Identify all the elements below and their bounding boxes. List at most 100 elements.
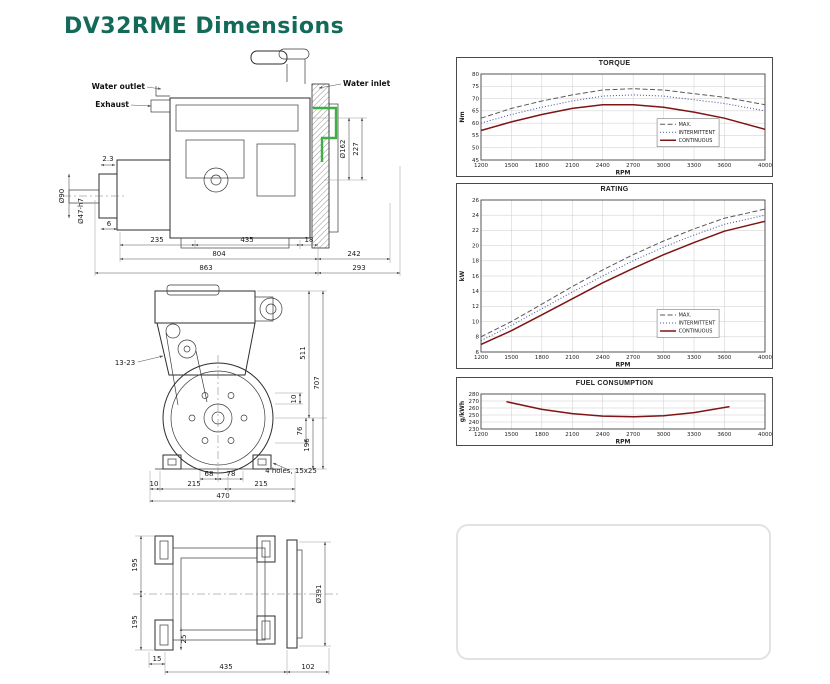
chart-fuel-title: FUEL CONSUMPTION <box>575 380 654 387</box>
dim-470: 470 <box>216 492 229 500</box>
side-view-callouts: Water outlet Exhaust Water inlet <box>92 79 391 109</box>
dim-dia391: Ø391 <box>315 585 323 604</box>
y-tick-label: 8 <box>476 335 480 341</box>
dim-215-a: 215 <box>187 480 200 488</box>
y-tick-label: 65 <box>472 109 479 115</box>
legend-label: CONTINUOUS <box>679 138 713 144</box>
x-tick-label: 3000 <box>657 355 671 361</box>
dim-102: 102 <box>301 663 314 671</box>
y-tick-label: 18 <box>472 259 479 265</box>
dim-227: 227 <box>352 142 360 155</box>
x-tick-label: 2700 <box>626 432 640 438</box>
front-view-drawing: 13-23 511 707 10 76 196 68 78 <box>115 284 327 503</box>
legend-label: CONTINUOUS <box>679 329 713 335</box>
dim-863: 863 <box>199 264 212 272</box>
bottom-view-engine-body <box>133 535 339 651</box>
dim-dia162: Ø162 <box>339 140 347 159</box>
water-inlet-label: Water inlet <box>343 79 391 88</box>
x-tick-label: 3000 <box>657 432 671 438</box>
x-tick-label: 3000 <box>657 163 671 169</box>
x-tick-label: 1200 <box>474 355 488 361</box>
y-tick-label: 20 <box>472 243 479 249</box>
dim-804: 804 <box>212 250 226 258</box>
x-tick-label: 1500 <box>504 163 518 169</box>
y-tick-label: 10 <box>472 319 479 325</box>
y-tick-label: 55 <box>472 133 479 139</box>
dim-68: 68 <box>205 470 214 478</box>
y-tick-label: 280 <box>469 392 480 398</box>
x-tick-label: 4000 <box>758 163 772 169</box>
y-axis-label: Nm <box>459 111 466 122</box>
x-tick-label: 2400 <box>596 432 610 438</box>
x-tick-label: 2400 <box>596 163 610 169</box>
x-tick-label: 1200 <box>474 432 488 438</box>
series-continuous <box>506 400 730 418</box>
x-tick-label: 2400 <box>596 355 610 361</box>
y-tick-label: 75 <box>472 84 479 90</box>
side-view-drawing: Water outlet Exhaust Water inlet 235 435… <box>58 48 401 276</box>
series-intermittent <box>480 94 766 124</box>
dim-196: 196 <box>303 438 311 452</box>
x-tick-label: 1500 <box>504 355 518 361</box>
dim-195-b: 195 <box>131 615 139 628</box>
notes-panel <box>456 524 771 660</box>
x-tick-label: 1800 <box>535 432 549 438</box>
x-tick-label: 4000 <box>758 432 772 438</box>
front-view-dimensions: 13-23 511 707 10 76 196 68 78 <box>115 290 327 503</box>
x-tick-label: 1200 <box>474 163 488 169</box>
front-view-engine-body <box>154 284 283 481</box>
y-tick-label: 80 <box>472 72 479 78</box>
x-tick-label: 3600 <box>717 432 731 438</box>
legend-label: INTERMITTENT <box>679 321 717 327</box>
dim-707: 707 <box>313 376 321 389</box>
y-tick-label: 260 <box>469 406 480 412</box>
y-tick-label: 45 <box>472 158 479 164</box>
page-title: DV32RME Dimensions <box>64 14 345 39</box>
y-tick-label: 16 <box>472 274 479 280</box>
y-tick-label: 26 <box>472 198 479 204</box>
dim-78: 78 <box>227 470 236 478</box>
dim-dia47h7: Ø47-h7 <box>77 198 85 224</box>
chart-torque-title: TORQUE <box>598 60 631 67</box>
x-axis-label: RPM <box>616 170 631 177</box>
bottom-view-drawing: 195 195 25 15 435 102 Ø391 <box>131 535 339 675</box>
charts-column: TORQUE 1200 1500 1800 2100 2400 2700 3000 3300 3… <box>456 57 773 452</box>
dim-15: 15 <box>153 655 162 663</box>
x-tick-label: 1800 <box>535 355 549 361</box>
side-view-dimensions: 235 435 18 804 242 863 293 2.3 Ø90 Ø47-h… <box>58 117 401 276</box>
y-tick-label: 270 <box>469 399 480 405</box>
dim-511: 511 <box>299 346 307 359</box>
series-continuous <box>480 220 766 346</box>
y-tick-label: 12 <box>472 304 479 310</box>
y-axis-label: kW <box>459 270 466 281</box>
y-tick-label: 240 <box>469 420 480 426</box>
x-axis-label: RPM <box>616 362 631 369</box>
side-view-engine-body <box>63 48 339 249</box>
x-tick-label: 2100 <box>565 355 579 361</box>
legend-label: MAX. <box>679 122 692 128</box>
y-tick-label: 14 <box>472 289 479 295</box>
dim-dia90: Ø90 <box>58 189 66 203</box>
y-tick-label: 50 <box>472 146 479 152</box>
y-tick-label: 22 <box>472 228 479 234</box>
dim-10-bottom: 10 <box>150 480 159 488</box>
x-tick-label: 1500 <box>504 432 518 438</box>
x-tick-label: 2700 <box>626 163 640 169</box>
dim-6: 6 <box>107 220 112 228</box>
x-tick-label: 3300 <box>687 163 701 169</box>
dim-2-3: 2.3 <box>102 155 113 163</box>
dim-293: 293 <box>352 264 365 272</box>
x-tick-label: 3600 <box>717 163 731 169</box>
dim-76: 76 <box>296 426 304 435</box>
legend-box <box>656 118 720 148</box>
x-tick-label: 2700 <box>626 355 640 361</box>
